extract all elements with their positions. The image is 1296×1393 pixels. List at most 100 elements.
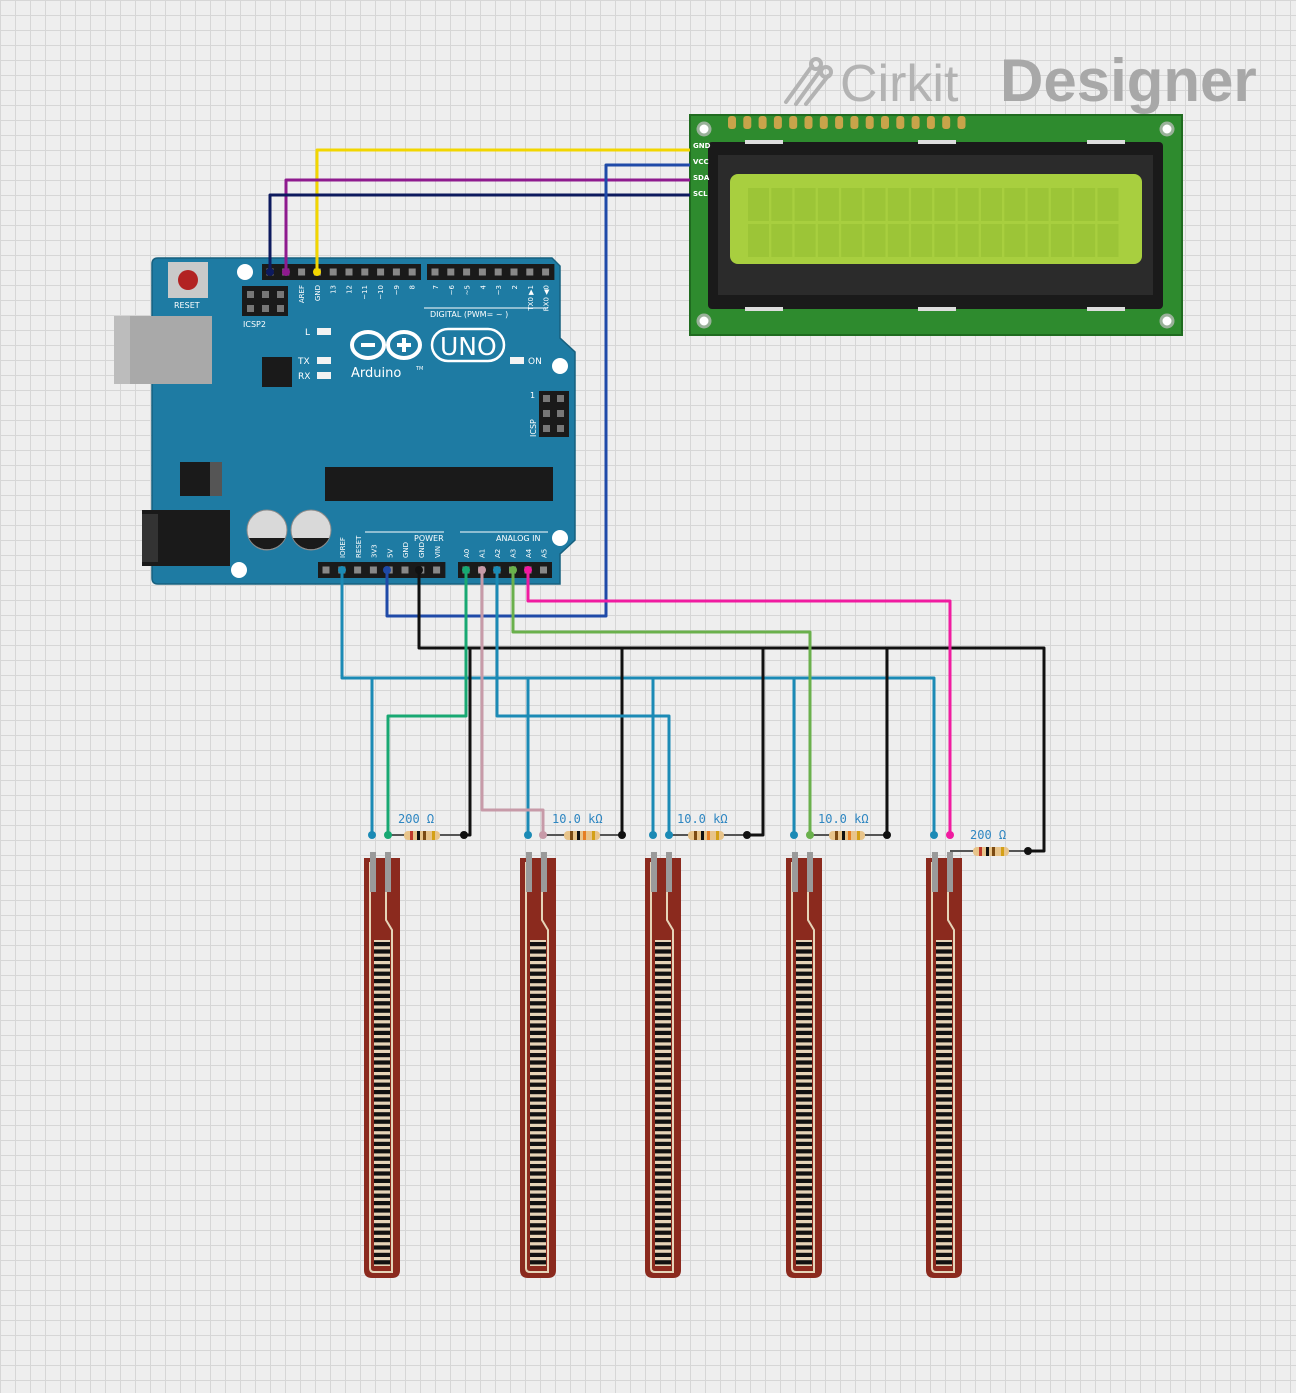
flex-sensor-3[interactable] <box>645 852 681 1278</box>
flex-sensor-segment <box>374 1053 390 1058</box>
digital-pin-label: TX0 ▶1 <box>527 285 535 312</box>
resistor-4[interactable]: 10.0 kΩ <box>810 812 887 840</box>
wire-a3[interactable] <box>511 570 812 835</box>
flex-sensor-segment <box>530 1060 546 1065</box>
wire-lcd-sda[interactable] <box>284 178 690 272</box>
wire-junction <box>462 566 470 574</box>
wire-lcd-scl[interactable] <box>268 193 690 272</box>
wire-5v-bus[interactable] <box>340 570 936 835</box>
header-pin[interactable] <box>408 268 416 276</box>
flex-sensor-segment <box>936 1223 952 1228</box>
digital-pin-label: RX0 ◀0 <box>543 285 551 311</box>
flex-sensor-segment <box>655 1001 671 1006</box>
flex-sensor-segment <box>374 1060 390 1065</box>
flex-sensor-segment <box>796 1141 812 1146</box>
lcd-module[interactable]: GND VCC SDA SCL <box>689 114 1183 336</box>
flex-sensor-segment <box>655 1260 671 1265</box>
digital-pin-label: ~9 <box>393 285 401 295</box>
resistor-1[interactable]: 200 Ω <box>388 812 464 840</box>
flex-sensor-strip <box>936 940 952 1266</box>
reset-button[interactable] <box>168 262 208 298</box>
flex-sensor-segment <box>936 1208 952 1213</box>
wire-a2[interactable] <box>495 570 671 835</box>
resistor-2[interactable]: 10.0 kΩ <box>543 812 622 840</box>
header-pin[interactable] <box>447 268 455 276</box>
wire-lcd-gnd[interactable] <box>315 148 690 272</box>
flex-sensor-segment <box>655 1186 671 1191</box>
header-pin[interactable] <box>392 268 400 276</box>
flex-sensor-segment <box>374 1090 390 1095</box>
flex-sensor-strip <box>796 940 812 1266</box>
header-pin[interactable] <box>369 566 377 574</box>
flex-sensor-trace <box>791 862 815 1273</box>
wire-a1[interactable] <box>480 570 545 835</box>
flex-sensor-segment <box>655 1171 671 1176</box>
resistor-5[interactable]: 200 Ω <box>950 828 1028 856</box>
flex-sensor-segment <box>530 942 546 947</box>
header-pin[interactable] <box>329 268 337 276</box>
header-pin[interactable] <box>478 268 486 276</box>
header-pin[interactable] <box>345 268 353 276</box>
flex-sensor-segment <box>655 1193 671 1198</box>
lcd-cell <box>1074 224 1096 257</box>
header-pin[interactable] <box>463 268 471 276</box>
wire-a4[interactable] <box>526 570 952 835</box>
dc-power-jack <box>142 510 230 566</box>
flex-sensor-segment <box>936 1016 952 1021</box>
flex-sensor-1[interactable] <box>364 852 400 1278</box>
flex-sensor-segment <box>374 1208 390 1213</box>
header-pin[interactable] <box>298 268 306 276</box>
wire-junction <box>460 831 468 839</box>
flex-sensor-segment <box>796 1230 812 1235</box>
flex-sensor-segment <box>936 1060 952 1065</box>
wire-a0[interactable] <box>386 570 468 835</box>
flex-sensor-segment <box>936 1215 952 1220</box>
header-pin[interactable] <box>354 566 362 574</box>
lcd-cell <box>1027 188 1049 221</box>
flex-sensor-segment <box>374 1171 390 1176</box>
wire-gnd-bus[interactable] <box>417 570 1046 853</box>
wire-junction <box>368 831 376 839</box>
wire-lcd-vcc[interactable] <box>385 163 690 618</box>
mount-hole <box>552 530 568 546</box>
wire-gnd-r3[interactable] <box>747 648 765 837</box>
arduino-logo-icon <box>350 330 422 360</box>
flex-sensor-2[interactable] <box>520 852 556 1278</box>
header-pin[interactable] <box>361 268 369 276</box>
flex-sensor-segment <box>374 956 390 961</box>
flex-sensor-5[interactable] <box>926 852 962 1278</box>
flex-sensor-segment <box>796 956 812 961</box>
flex-sensor-segment <box>655 1252 671 1257</box>
header-pin[interactable] <box>431 268 439 276</box>
flex-sensor-segment <box>655 942 671 947</box>
flex-sensor-segment <box>530 956 546 961</box>
flex-sensor-segment <box>796 1260 812 1265</box>
flex-sensor-segment <box>374 1038 390 1043</box>
board-brand-label: Arduino <box>351 366 401 381</box>
header-pin[interactable] <box>542 268 550 276</box>
header-pin[interactable] <box>494 268 502 276</box>
flex-sensor-trace <box>525 862 549 1273</box>
header-pin[interactable] <box>433 566 441 574</box>
flex-sensor-segment <box>936 1164 952 1169</box>
header-pin[interactable] <box>540 566 547 574</box>
flex-sensor-segment <box>530 1008 546 1013</box>
header-pin[interactable] <box>526 268 534 276</box>
wire-junction <box>946 831 954 839</box>
header-pin[interactable] <box>401 566 409 574</box>
lcd-cell <box>1004 188 1026 221</box>
lcd-cell <box>934 224 956 257</box>
resistor-3-value: 10.0 kΩ <box>677 812 728 826</box>
digital-pin-label: 2 <box>511 285 519 289</box>
usb-connector <box>114 316 212 384</box>
flex-sensor-4[interactable] <box>786 852 822 1278</box>
lcd-header-pin <box>881 116 889 129</box>
header-pin[interactable] <box>322 566 330 574</box>
header-pin[interactable] <box>510 268 518 276</box>
wire-junction <box>509 566 517 574</box>
resistor-3[interactable]: 10.0 kΩ <box>669 812 747 840</box>
arduino-uno-board[interactable]: RESET ICSP2 L <box>114 257 576 585</box>
flex-sensor-segment <box>530 1164 546 1169</box>
flex-sensor-segment <box>796 1030 812 1035</box>
header-pin[interactable] <box>377 268 385 276</box>
